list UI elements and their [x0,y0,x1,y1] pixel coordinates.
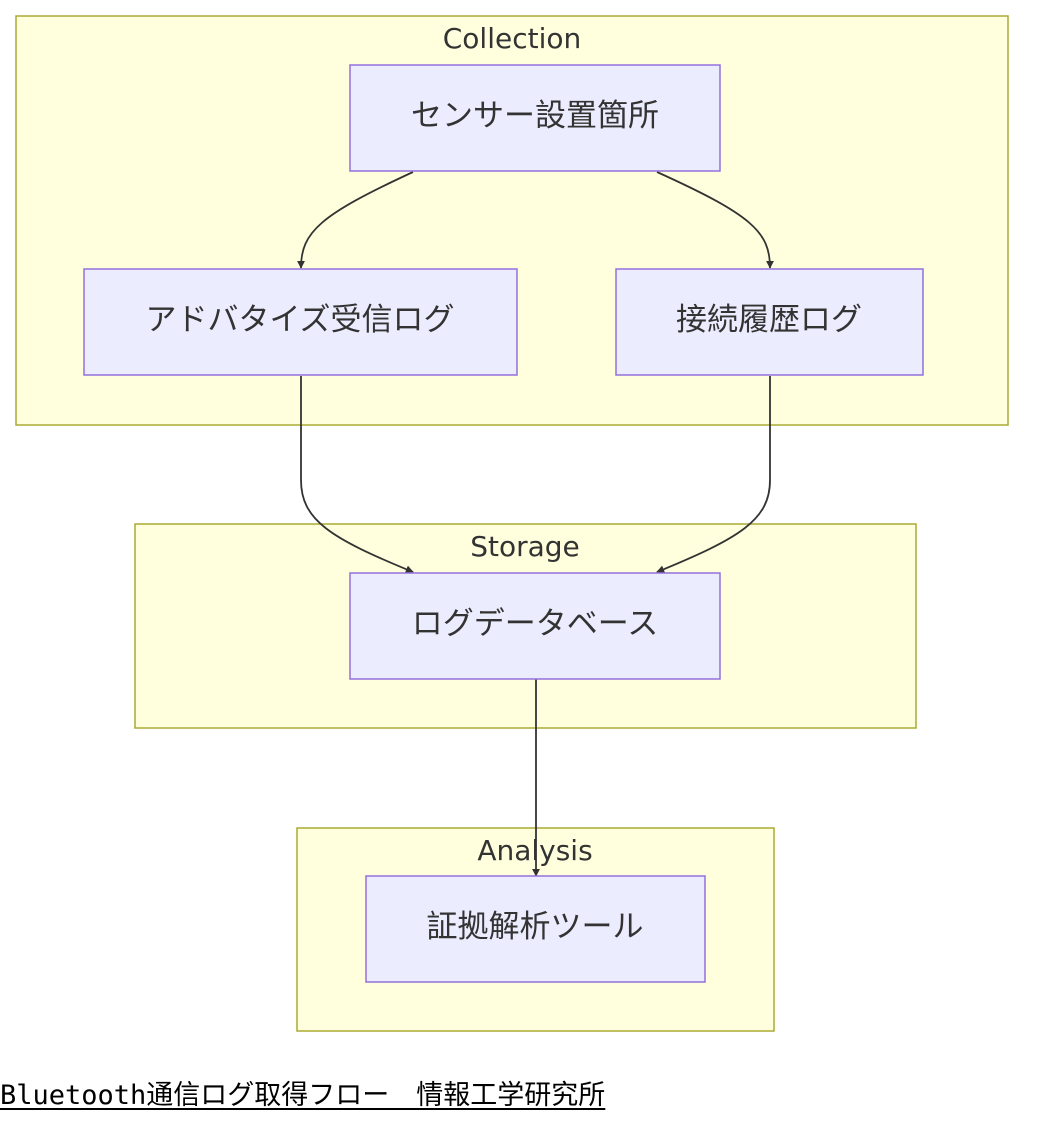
node-log-database-label: ログデータベース [412,606,658,642]
cluster-analysis-label: Analysis [477,834,592,867]
edges [297,171,774,877]
node-connection-log[interactable]: 接続履歴ログ [615,268,924,376]
node-advertise-log[interactable]: アドバタイズ受信ログ [83,268,518,376]
edge-connection-log-to-log-database [656,376,771,573]
node-connection-log-label: 接続履歴ログ [676,302,862,338]
edge-advertise-log-to-log-database [300,376,414,573]
edge-sensor-to-connection-log [656,171,774,269]
node-advertise-log-label: アドバタイズ受信ログ [145,302,454,338]
node-sensor-label: センサー設置箇所 [411,98,659,134]
node-sensor-box[interactable] [349,64,721,172]
cluster-storage-label: Storage [470,530,580,563]
node-advertise-log-box[interactable] [83,268,518,376]
node-log-database-box[interactable] [349,572,721,680]
flow-diagram: Collection Storage Analysis センサー設置箇所 アドバ… [15,15,1009,1032]
node-sensor[interactable]: センサー設置箇所 [349,64,721,172]
figure-caption: Bluetooth通信ログ取得フロー 情報工学研究所 [0,1080,606,1111]
node-forensic-tool[interactable]: 証拠解析ツール [365,875,706,983]
node-connection-log-box[interactable] [615,268,924,376]
edge-sensor-to-advertise-log [297,171,414,269]
node-log-database[interactable]: ログデータベース [349,572,721,680]
node-forensic-tool-label: 証拠解析ツール [427,909,644,945]
cluster-collection-label: Collection [443,22,582,55]
node-forensic-tool-box[interactable] [365,875,706,983]
